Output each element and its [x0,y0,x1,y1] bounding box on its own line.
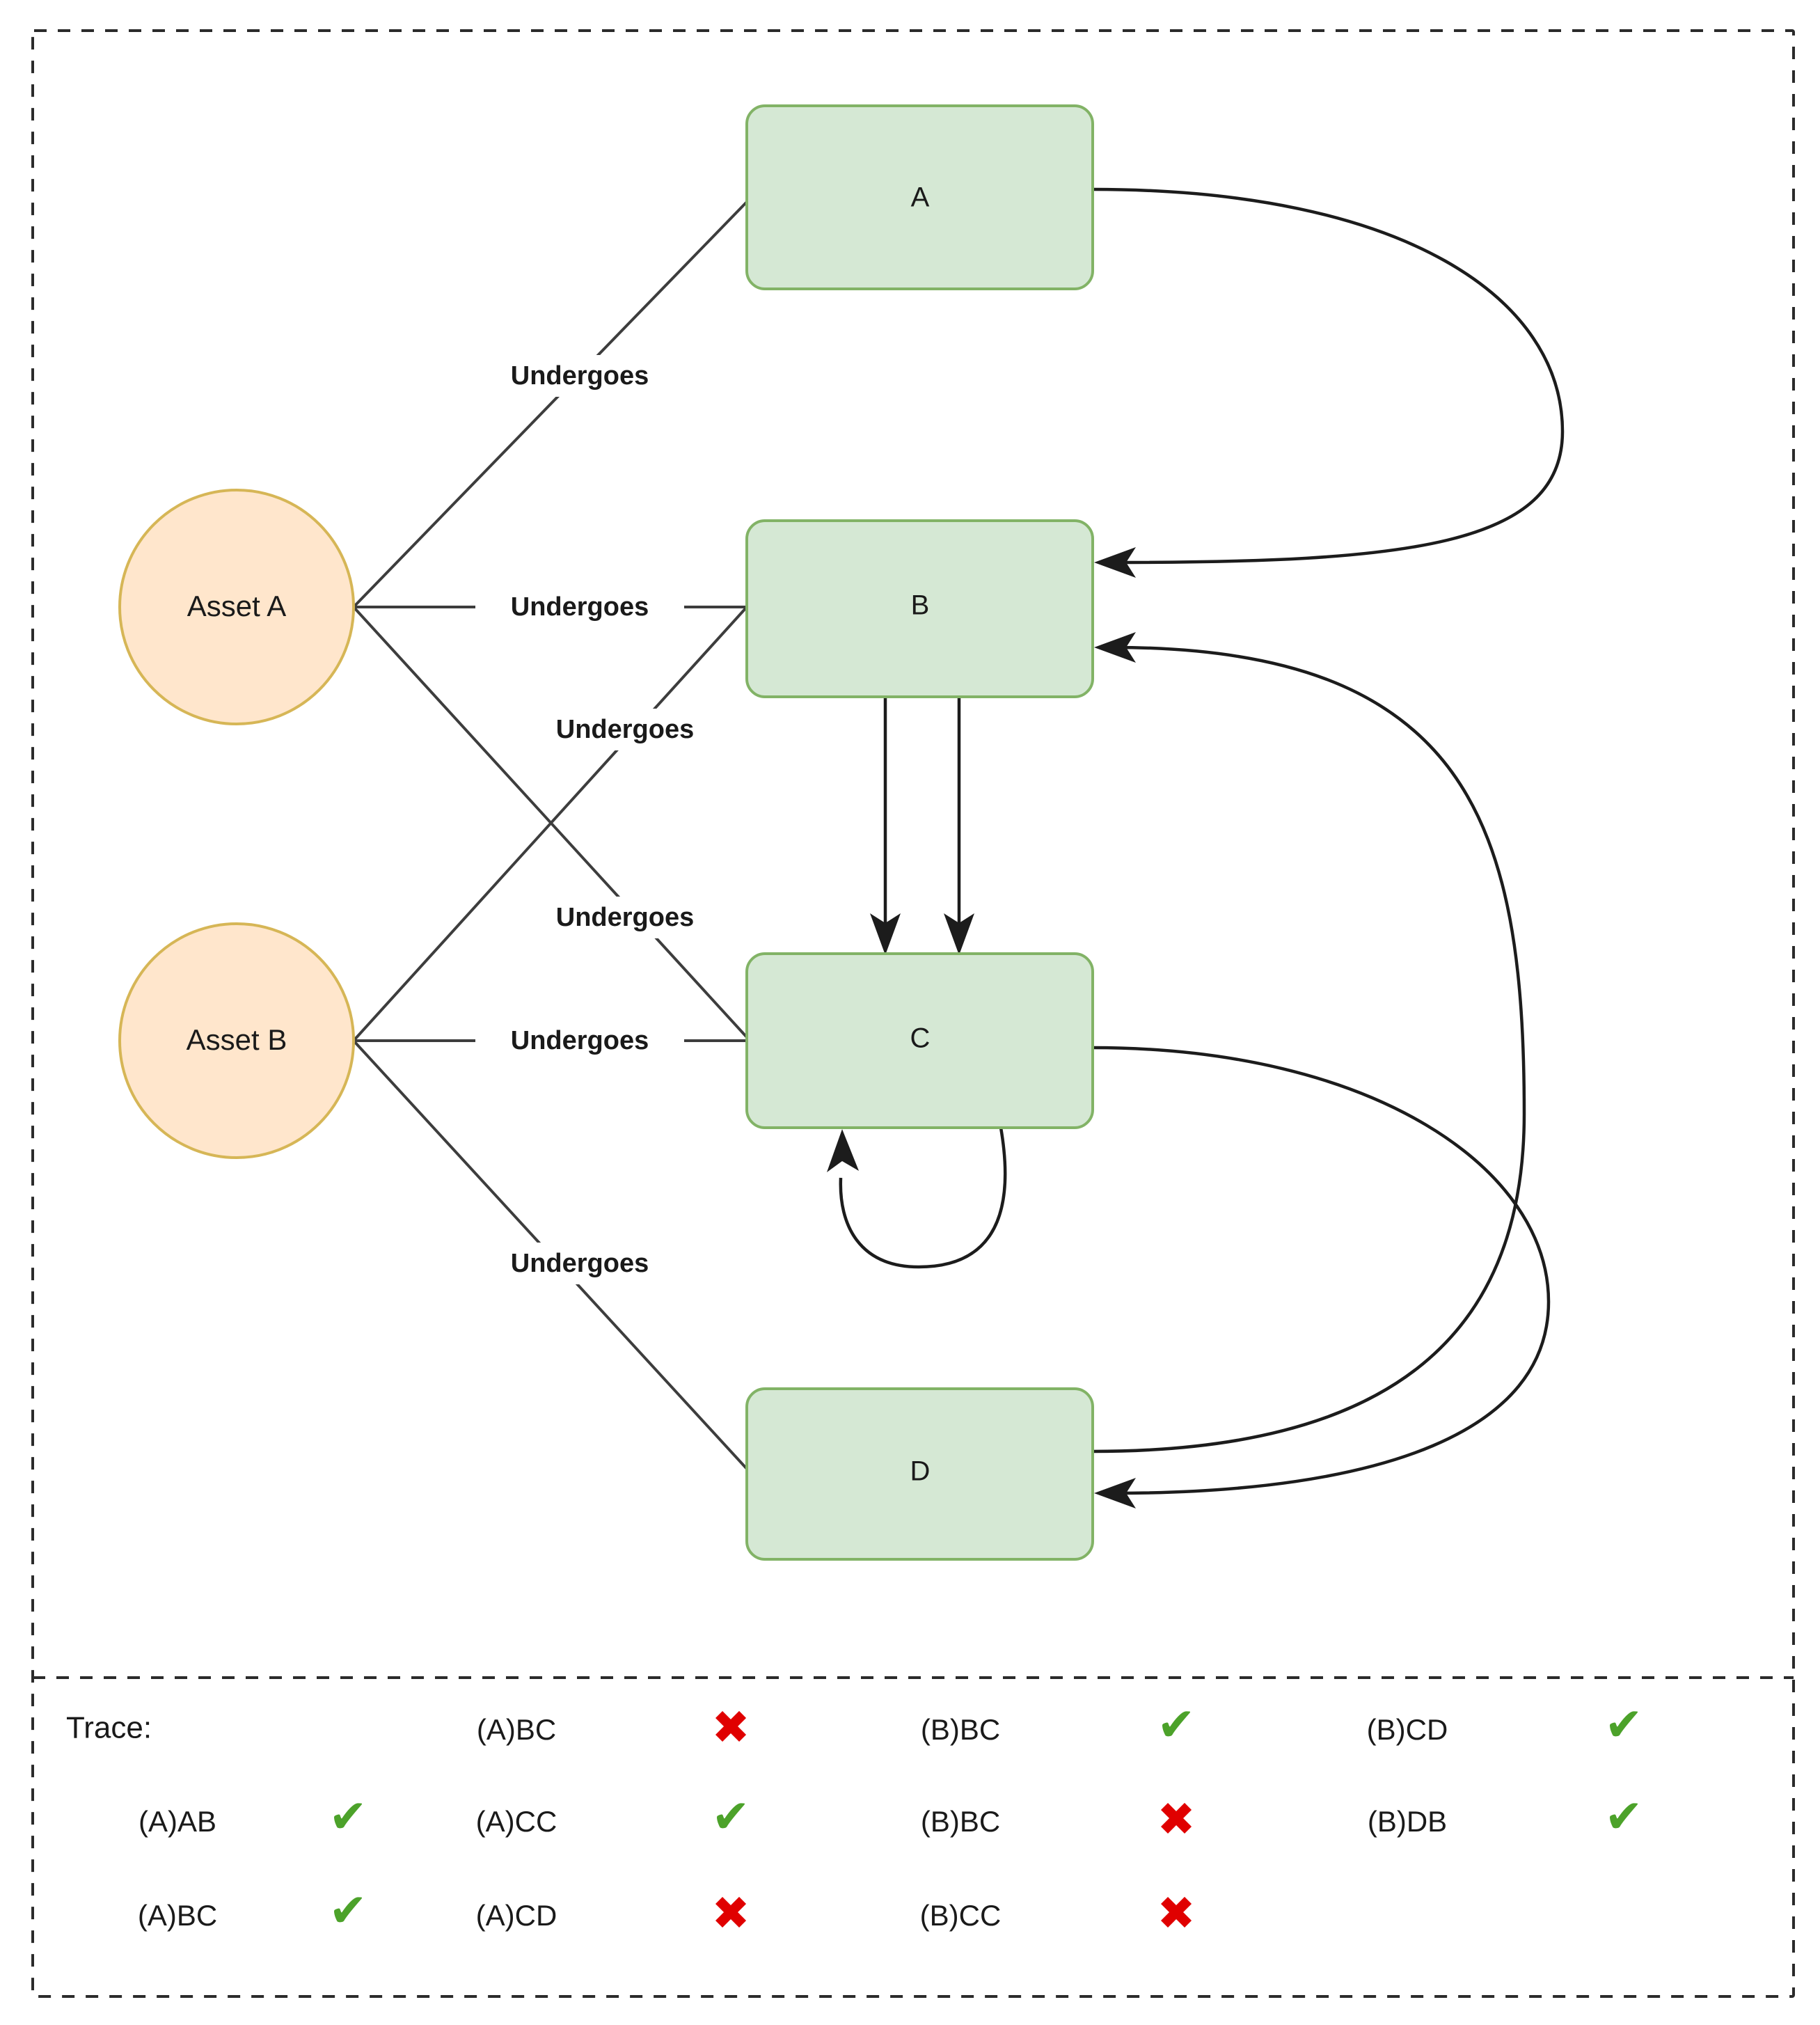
process-node-d[interactable]: D [745,1387,1094,1561]
arrowhead-B-to-C-right [944,913,974,955]
trace-item-label: (B)CD [1367,1713,1448,1746]
edge-label-text: Undergoes [511,361,649,391]
process-a-label: A [911,182,930,213]
process-a-box [745,104,1094,290]
asset-b-circle [118,922,355,1159]
process-node-c[interactable]: C [745,952,1094,1129]
process-node-a[interactable]: A [745,104,1094,290]
arrowhead-A-to-B [1094,547,1136,578]
trace-item-label: (A)CD [476,1899,557,1932]
process-b-label: B [911,590,930,621]
trace-item-label: (A)AB [139,1805,216,1838]
arrowhead-C-to-D [1094,1478,1136,1508]
process-d-box [745,1387,1094,1561]
arrowhead-B-to-C-left [870,913,901,955]
outer-panel-border [31,29,1795,1998]
asset-node-b[interactable]: Asset B [118,922,355,1159]
check-icon: ✔ [1604,1790,1643,1843]
trace-item-label: (B)DB [1368,1805,1447,1838]
process-b-box [745,519,1094,698]
trace-item-label: (A)BC [477,1713,556,1746]
trace-item-label: (A)BC [138,1899,217,1932]
check-icon: ✔ [329,1884,367,1937]
edge-label-assetB-C: Undergoes [475,1020,684,1062]
edge-label-text: Undergoes [556,715,694,744]
trace-item-label: (A)CC [476,1805,557,1838]
arrowhead-D-to-B [1094,632,1136,663]
edge-C-to-D [1092,1046,1551,1495]
edge-label-assetA-A: Undergoes [475,355,684,397]
check-icon: ✔ [1157,1698,1195,1751]
cross-icon: ✖ [1157,1792,1195,1846]
check-icon: ✔ [711,1790,750,1843]
asset-a-circle [118,489,355,725]
cross-icon: ✖ [1157,1886,1195,1940]
edge-assetA-A [352,200,748,608]
edge-C-self-loop [839,1127,1007,1269]
process-c-label: C [910,1023,931,1054]
arrowhead-C-self-loop [827,1129,859,1172]
edge-label-assetA-C: Undergoes [521,709,729,750]
edge-A-to-B [1092,187,1565,565]
process-c-box [745,952,1094,1129]
process-node-b[interactable]: B [745,519,1094,698]
check-icon: ✔ [1604,1698,1643,1751]
cross-icon: ✖ [711,1886,750,1940]
edge-label-text: Undergoes [511,1249,649,1278]
process-d-label: D [910,1456,931,1487]
edge-label-text: Undergoes [511,592,649,622]
trace-item-label: (B)BC [921,1805,1000,1838]
edge-label-text: Undergoes [556,903,694,932]
edge-label-assetB-D: Undergoes [475,1243,684,1284]
edge-D-to-B [1092,645,1526,1453]
asset-b-label: Asset B [187,1023,287,1056]
check-icon: ✔ [329,1790,367,1843]
edge-label-assetA-B: Undergoes [475,586,684,628]
trace-item-label: (B)BC [921,1713,1000,1746]
cross-icon: ✖ [711,1701,750,1754]
edge-assetB-B [352,606,748,1042]
asset-a-label: Asset A [187,590,286,622]
asset-node-a[interactable]: Asset A [118,489,355,725]
trace-panel-title: Trace: [66,1711,152,1745]
edge-label-assetB-B: Undergoes [521,897,729,938]
trace-item-label: (B)CC [920,1899,1002,1932]
edge-label-text: Undergoes [511,1026,649,1055]
